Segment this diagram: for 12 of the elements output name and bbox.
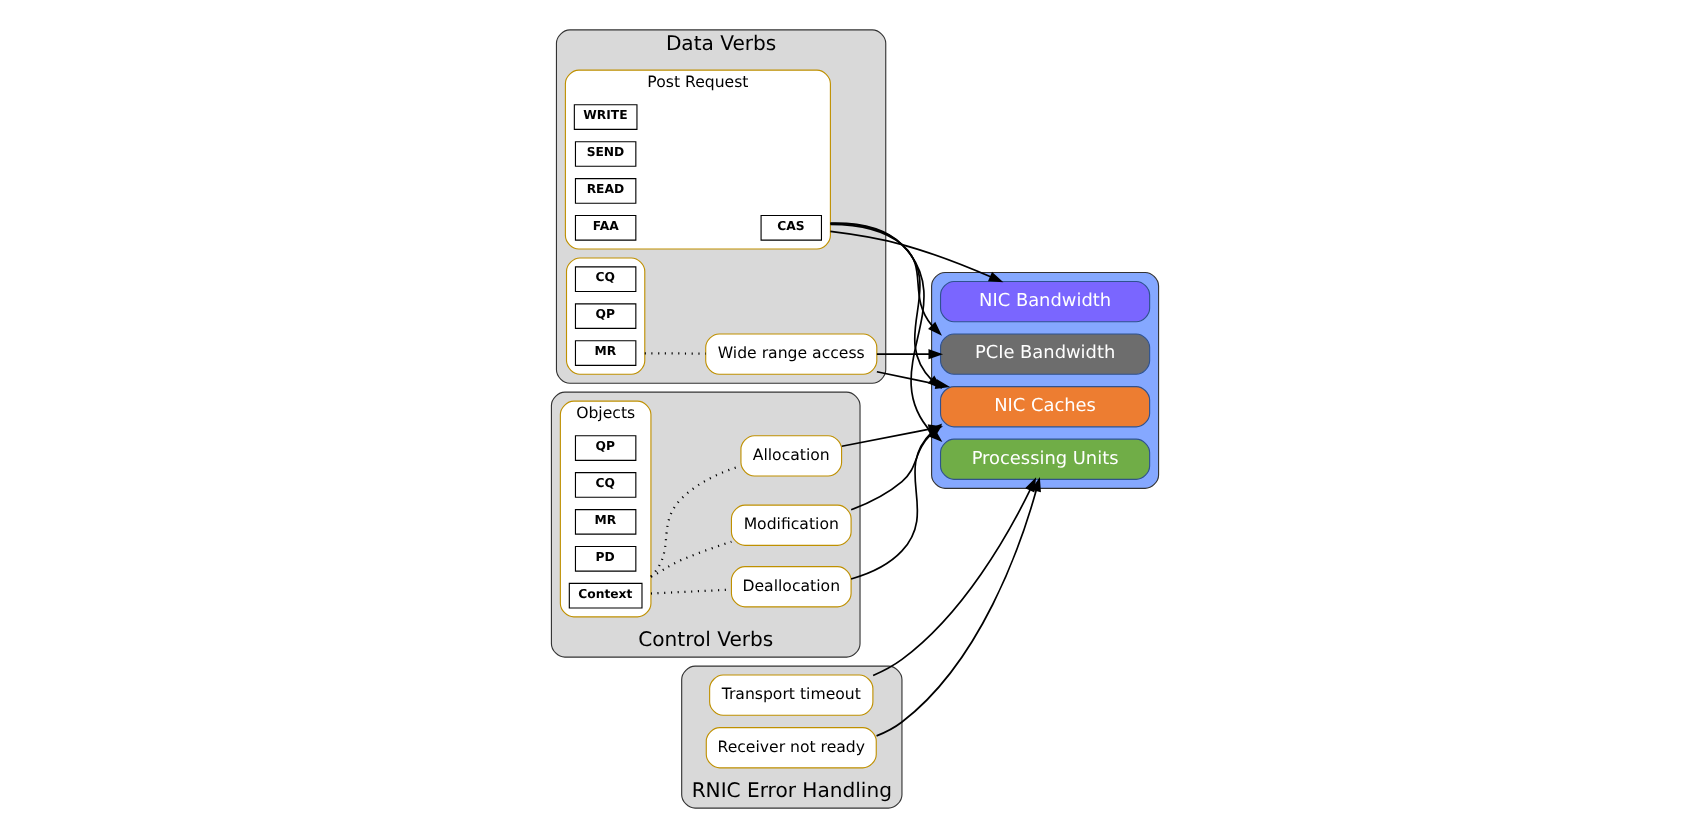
arrow xyxy=(875,349,943,360)
node-box: NIC Caches xyxy=(939,386,1150,428)
node-box: NIC Bandwidth xyxy=(939,280,1150,323)
arrow xyxy=(828,223,941,336)
cluster xyxy=(564,257,645,375)
node-box: PCIe Bandwidth xyxy=(939,333,1150,375)
node-box: Processing Units xyxy=(939,438,1150,480)
connector xyxy=(649,540,731,578)
connector xyxy=(649,588,731,595)
connector xyxy=(643,352,705,355)
connector xyxy=(649,465,740,578)
arrow xyxy=(828,230,1003,283)
